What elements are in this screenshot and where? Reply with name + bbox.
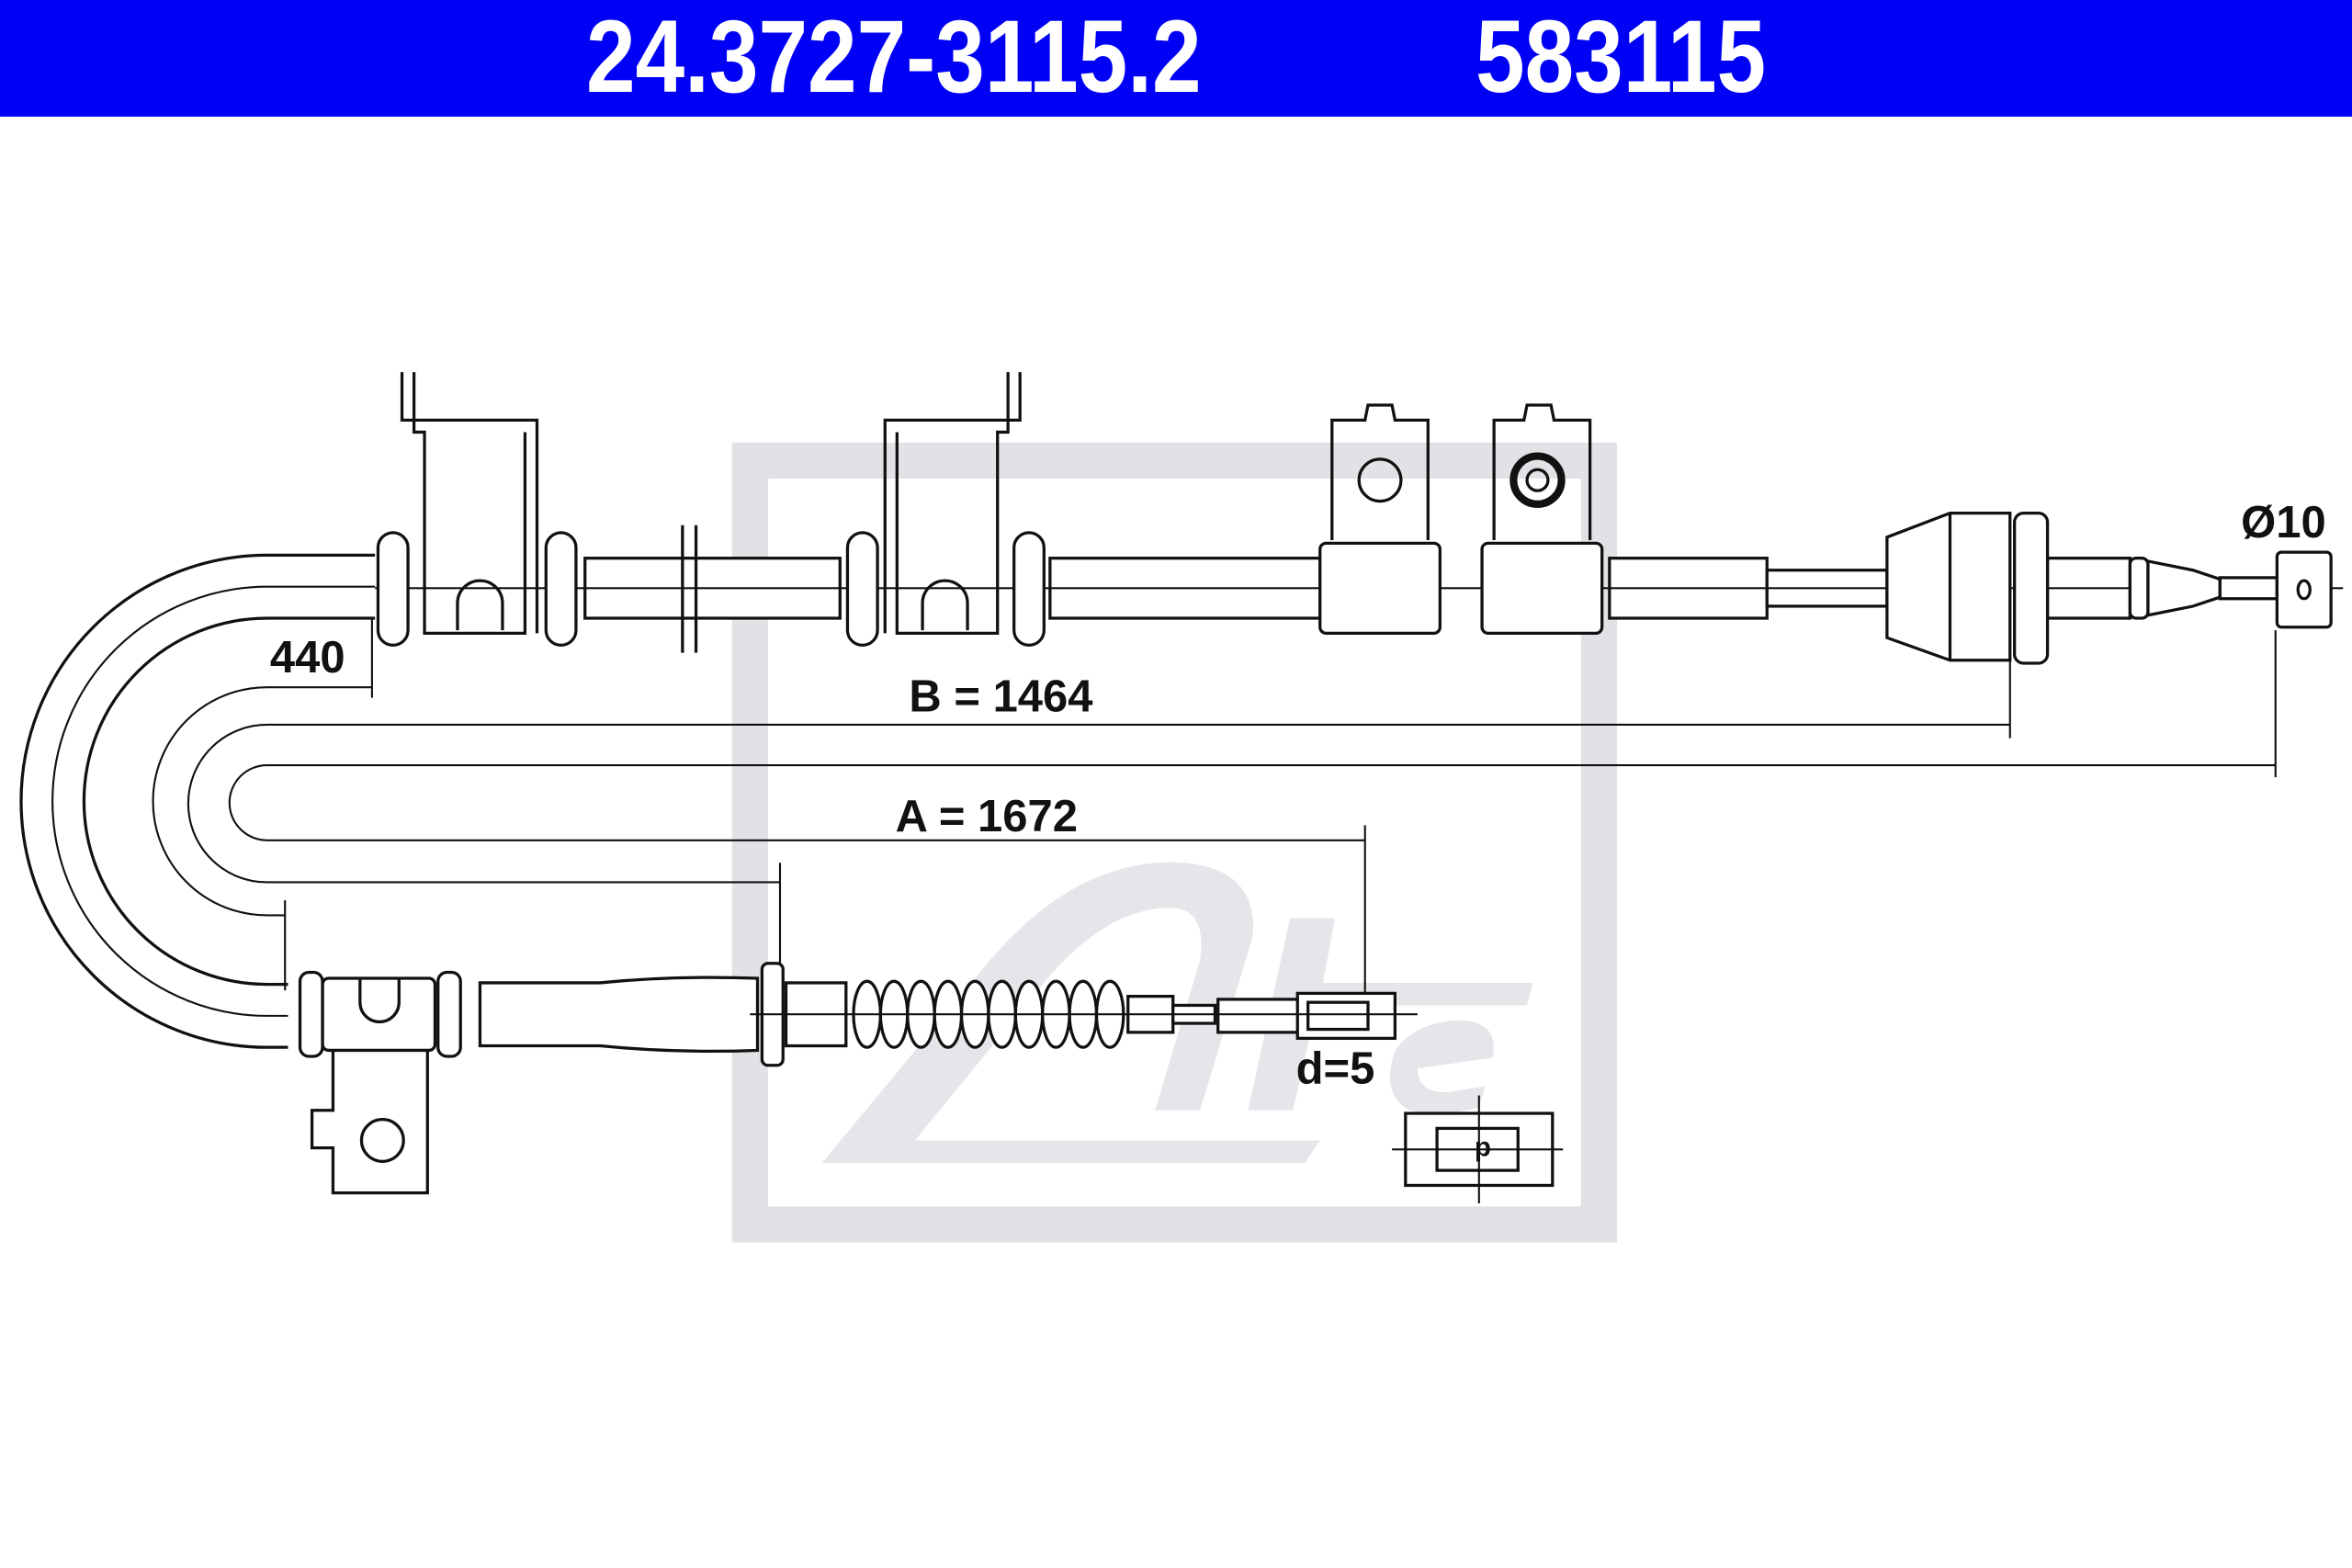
watermark-logo [821,862,1320,1163]
a-dimension-label: A = 1672 [896,792,1078,841]
ate-watermark [731,442,1617,1243]
watermark-logo-e [1389,1020,1494,1114]
reference-number: 583115 [1476,0,1767,114]
cable-end-eye [2275,550,2333,629]
cable-bend [19,553,376,1049]
lower-bracket [310,1035,429,1195]
mounting-bracket [400,372,539,635]
diameter-label: Ø10 [2241,498,2326,547]
d-label: d=5 [1296,1043,1375,1093]
clamp-with-nut [1480,403,1604,635]
cross-section-detail: d [1392,1095,1564,1204]
radius-dimension-label: 440 [270,633,345,682]
lower-cable [298,962,1418,1195]
detail-letter: d [1475,1135,1491,1166]
dimension-lines [152,617,2277,1021]
watermark-logo-t [1248,918,1533,1111]
b-dimension-label: B = 1464 [909,671,1092,721]
mounting-bracket [883,372,1022,635]
clamp [1318,403,1442,635]
part-number: 24.3727-3115.2 [586,0,1202,114]
upper-cable [375,372,2344,665]
title-bar: 24.3727-3115.2 583115 [0,0,2352,117]
